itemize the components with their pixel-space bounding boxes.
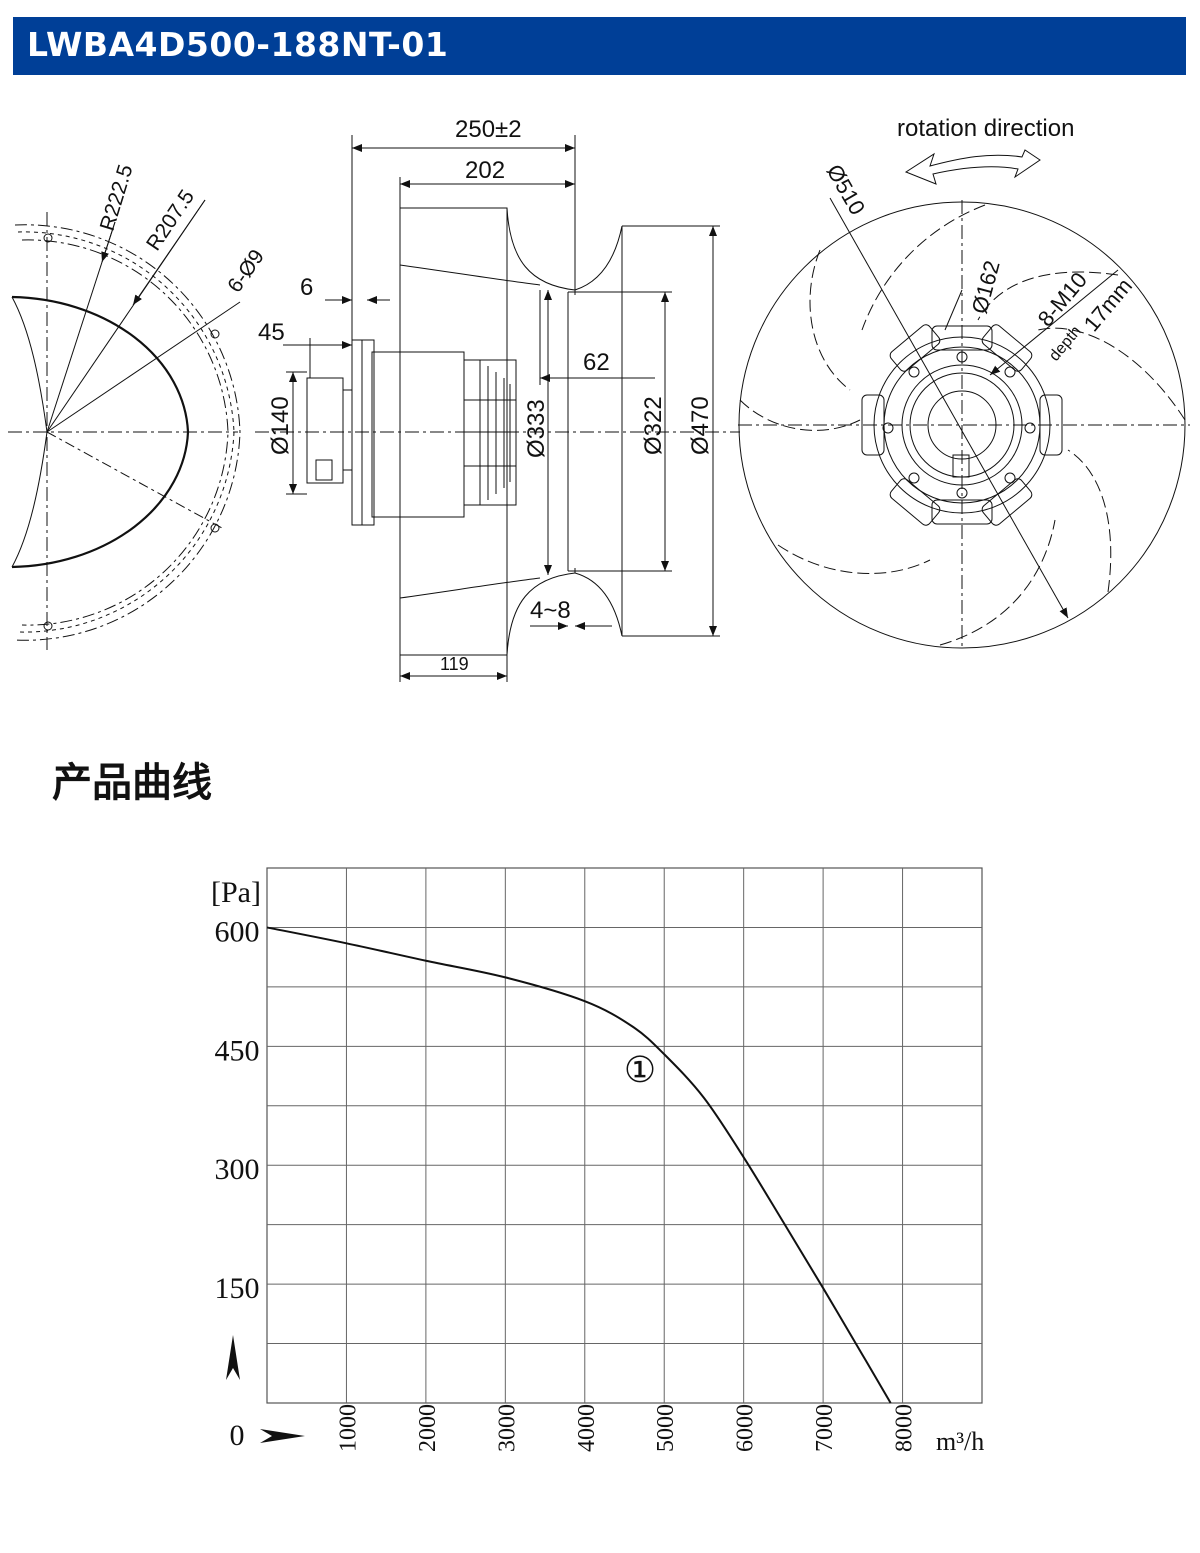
x-tick-label: 3000 bbox=[494, 1404, 520, 1452]
dim-140: Ø140 bbox=[267, 396, 294, 455]
x-tick-label: 5000 bbox=[653, 1404, 679, 1452]
dim-333: Ø333 bbox=[523, 399, 550, 458]
dim-119: 119 bbox=[440, 654, 469, 674]
front-impeller-view bbox=[738, 149, 1190, 650]
dim-470: Ø470 bbox=[687, 396, 714, 455]
left-flange-view bbox=[8, 199, 241, 650]
x-unit-label: m³/h bbox=[936, 1427, 984, 1456]
rotation-direction-label: rotation direction bbox=[897, 115, 1074, 142]
dim-322: Ø322 bbox=[640, 396, 667, 455]
series-label: ① bbox=[624, 1050, 656, 1091]
dim-45: 45 bbox=[258, 319, 285, 346]
model-title: LWBA4D500-188NT-01 bbox=[27, 25, 449, 64]
x-tick-label: 6000 bbox=[733, 1404, 759, 1452]
technical-drawing: R222.5 R207.5 6-Ø9 bbox=[8, 115, 1190, 682]
section-title: 产品曲线 bbox=[52, 760, 212, 806]
dim-overall-width: 250±2 bbox=[455, 116, 522, 143]
x-tick-label: 7000 bbox=[812, 1404, 838, 1452]
x-tick-label: 1000 bbox=[335, 1404, 361, 1452]
y-unit-label: [Pa] bbox=[211, 876, 261, 909]
y-axis-arrow bbox=[226, 1335, 240, 1380]
y-tick-label: 300 bbox=[215, 1153, 260, 1186]
y-tick-label: 450 bbox=[215, 1034, 260, 1067]
y-tick-label: 0 bbox=[230, 1419, 245, 1452]
chart-series: ① bbox=[266, 926, 892, 1404]
x-tick-label: 2000 bbox=[415, 1404, 441, 1452]
dim-impeller-width: 202 bbox=[465, 157, 505, 184]
dim-gap: 4~8 bbox=[530, 597, 571, 624]
side-view bbox=[255, 135, 740, 682]
x-tick-label: 8000 bbox=[892, 1404, 918, 1452]
series-line bbox=[266, 926, 892, 1404]
chart-grid bbox=[266, 867, 983, 1404]
chart-labels: 0 150 300 450 600 [Pa] m³/h 1000 2000 3000 4000 500… bbox=[211, 876, 984, 1456]
plot-frame bbox=[266, 867, 983, 1404]
y-tick-label: 150 bbox=[215, 1272, 260, 1305]
dim-62: 62 bbox=[583, 349, 610, 376]
dim-6: 6 bbox=[300, 274, 313, 301]
title-bar: LWBA4D500-188NT-01 bbox=[13, 17, 1186, 75]
x-tick-label: 4000 bbox=[574, 1404, 600, 1452]
x-axis-arrow bbox=[260, 1429, 305, 1443]
y-tick-label: 600 bbox=[215, 915, 260, 948]
